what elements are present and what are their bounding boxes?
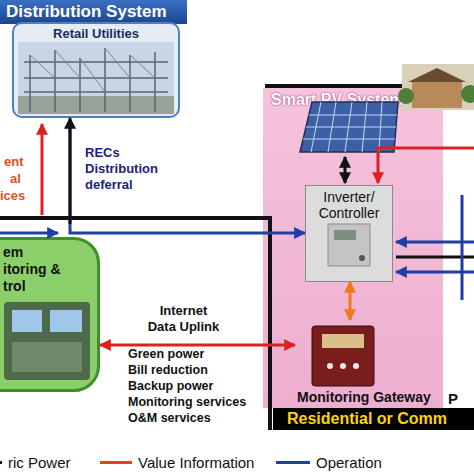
device-box: Monitoring Gateway	[295, 320, 440, 408]
substation-photo	[18, 42, 174, 114]
legend-line	[276, 461, 310, 464]
lattice-braces	[30, 48, 155, 92]
house-line	[268, 216, 272, 430]
building-wall	[412, 80, 462, 108]
house-line	[265, 84, 474, 88]
equipment-screen	[50, 310, 82, 332]
value-item: Bill reduction	[128, 363, 208, 377]
value-arrow	[41, 124, 44, 215]
device-led	[327, 363, 333, 369]
value-line	[378, 148, 474, 183]
legend-entry: Value Information	[100, 454, 254, 471]
value-note: ices	[0, 188, 25, 203]
inverter-display	[334, 230, 356, 240]
legend-text: ric Power	[8, 454, 71, 471]
photo-sky	[18, 42, 174, 114]
connector-label: Internet Data Uplink	[146, 303, 221, 335]
power-line	[396, 256, 474, 259]
value-note: RECs Distribution deferral	[85, 145, 165, 193]
node-text: Smart PV System	[263, 88, 443, 112]
gateway-device	[312, 326, 374, 386]
house-line	[0, 216, 270, 220]
tree	[398, 88, 414, 104]
value-note: al	[10, 171, 21, 186]
legend-entry: Operation	[276, 454, 382, 471]
inverter-detail	[328, 224, 370, 266]
node-text: Retail Utilities	[14, 24, 178, 41]
building-photo	[398, 64, 474, 110]
legend-text: Operation	[316, 454, 382, 471]
panel-grid	[303, 102, 397, 152]
value-item: O&M services	[128, 411, 211, 425]
region-panel: Distribution SystemRetail Utilities	[0, 0, 187, 120]
value-item: Monitoring services	[128, 395, 246, 409]
node-text: Monitoring Gateway	[295, 389, 440, 408]
node-text: Distribution System	[0, 0, 187, 24]
node-text: Residential or Comm	[273, 408, 474, 430]
value-item: Green power	[128, 347, 204, 361]
inverter-panel	[328, 224, 370, 266]
equipment-desk	[12, 342, 82, 372]
utility-box: Retail Utilities	[12, 22, 180, 118]
solar-panel	[300, 102, 398, 152]
operation-line	[461, 195, 464, 300]
site-band: Residential or Comm	[273, 408, 474, 430]
legend-entry: ric Power	[0, 454, 71, 471]
value-connector	[100, 344, 295, 347]
inverter-knob	[359, 255, 365, 261]
panel-frame	[300, 102, 398, 152]
device-led	[340, 363, 346, 369]
operation-connector	[70, 118, 305, 233]
data-connector	[349, 282, 352, 320]
tree	[461, 85, 474, 103]
system-region: Smart PV SystemInverter/ ControllerMonit…	[263, 88, 443, 408]
control-equipment	[4, 302, 90, 380]
equipment-body	[4, 302, 90, 380]
node-text: em itoring & trol	[3, 244, 65, 295]
power-arrow	[344, 157, 347, 183]
node-text: Inverter/ Controller	[306, 186, 392, 221]
equipment-screen	[12, 310, 42, 332]
legend-text: Value Information	[138, 454, 254, 471]
control-box: em itoring & trol	[0, 237, 100, 392]
power-line	[69, 128, 72, 224]
lattice-lines	[24, 48, 168, 112]
value-item: Backup power	[128, 379, 213, 393]
operation-line	[396, 241, 474, 244]
house-outline	[0, 86, 474, 430]
photo-ground	[18, 96, 174, 114]
device-led	[353, 363, 359, 369]
legend-line	[0, 461, 2, 464]
photo-bg	[402, 64, 474, 110]
device-screen	[322, 334, 364, 348]
legend-line	[100, 461, 132, 464]
cropped-label: P	[448, 390, 458, 407]
building-roof	[408, 68, 466, 82]
device-body	[312, 326, 374, 386]
operation-line	[396, 271, 474, 274]
operation-arrow	[0, 232, 58, 235]
value-note: ent	[4, 154, 24, 169]
process-box: Inverter/ Controller	[305, 185, 393, 282]
